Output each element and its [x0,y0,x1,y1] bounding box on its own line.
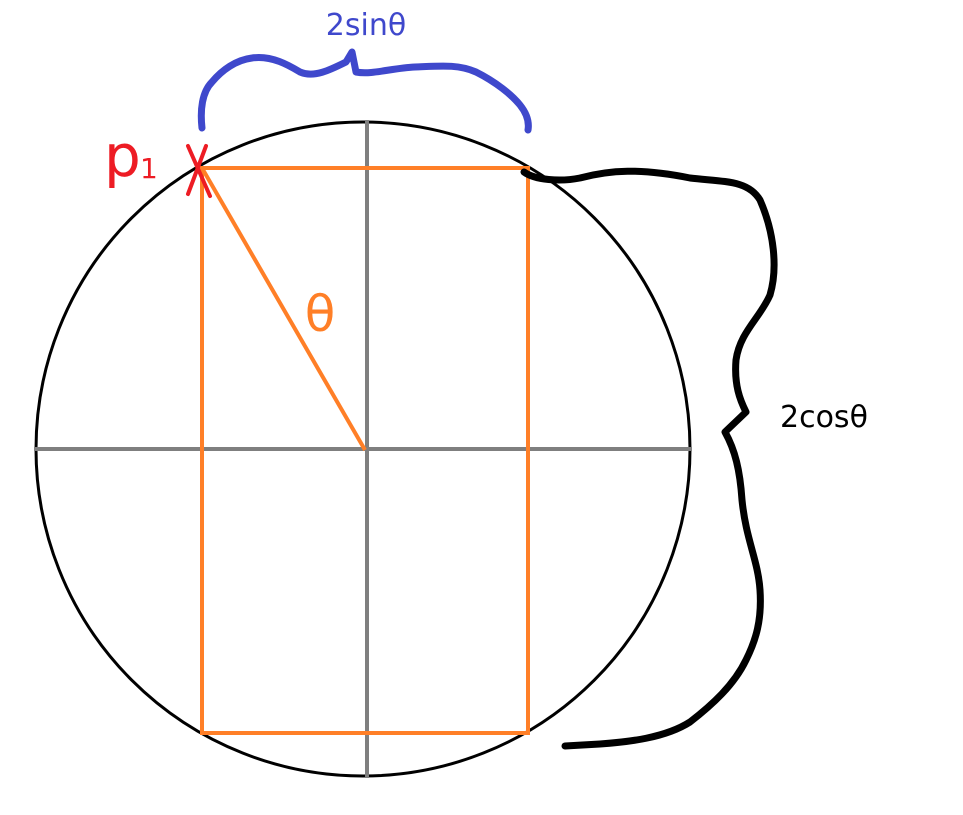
inscribed-rectangle [200,166,530,735]
top-brace [197,48,532,134]
right-brace [520,167,778,750]
point-p1-subscript: 1 [140,152,158,185]
top-brace-label: 2sinθ [326,8,406,43]
point-p1-marker [186,144,212,198]
right-brace-label: 2cosθ [780,400,868,435]
radius-line [200,166,367,452]
point-p1-main: p [104,122,141,190]
angle-label: θ [305,285,336,343]
point-p1-label: p 1 [104,122,158,190]
